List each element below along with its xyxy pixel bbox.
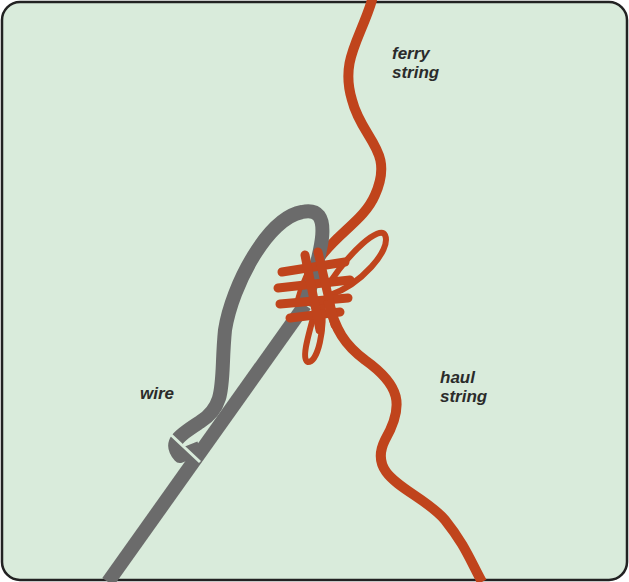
part-label: wire [140,384,200,403]
haul-string [328,300,482,582]
part-label: ferry string [392,44,462,82]
part-label: haul string [440,368,510,406]
wire-hook [175,211,322,456]
wire [108,305,305,582]
knot-wraps [278,252,350,330]
wire-twist [168,432,200,462]
